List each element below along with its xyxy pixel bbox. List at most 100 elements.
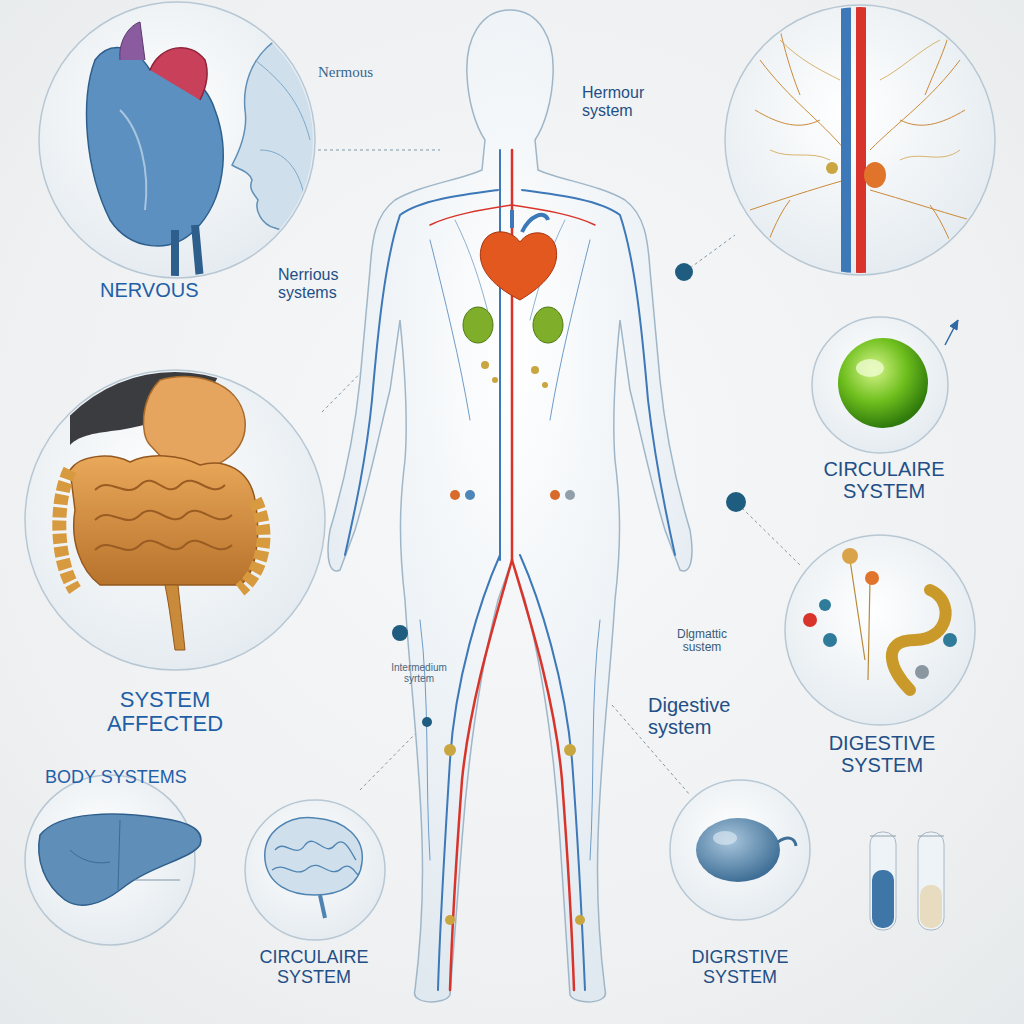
vessel-inset-part [841,0,851,280]
leader-lines-part [742,508,800,565]
digestive-inset-part [59,370,263,650]
cell-inset-part [713,831,737,845]
body-figure-part [542,382,548,388]
digestive-inset-part [95,481,232,550]
body-figure-part [430,150,595,990]
vessel-inset-part [864,162,886,188]
sphere-inset [812,317,958,453]
test-tubes-part [872,870,894,928]
body-figure-part [450,560,512,990]
body-figure-part [480,232,556,300]
system-label: Nerrious systems [278,266,364,301]
heart-head-inset-part [120,22,145,60]
sphere-inset-part [950,320,958,330]
body-figure-part [512,560,574,990]
brain-inset-part [320,895,325,918]
sphere-inset-part [812,317,948,453]
system-label: SYSTEM AFFECTED [85,688,245,736]
body-figure-part [465,490,475,500]
body-figure-part [463,307,493,343]
vessel-inset-part [856,0,866,280]
molecule-inset-part [819,599,831,611]
system-label: CIRCULAIRE SYSTEM [815,458,953,502]
vessel-inset-part [870,30,970,260]
body-figure-part [444,744,456,756]
body-figure-part [420,620,430,860]
body-figure-part [590,620,600,860]
body-figure-part [445,915,455,925]
test-tubes-part [918,836,944,837]
brain-inset-part [272,841,358,875]
body-figure-part [512,205,595,225]
body-figure-part [450,490,460,500]
cell-inset-part [778,838,796,846]
vessel-inset-part [750,0,970,280]
molecule-inset-part [803,613,817,627]
system-label: Nermous [318,64,428,81]
body-figure-part [565,490,575,500]
sphere-inset-part [856,359,884,377]
body-figure-part [531,366,539,374]
heart-head-inset-part [232,28,330,290]
sphere-inset-part [838,338,928,428]
digestive-inset-part [25,370,325,670]
marker-dots-part [392,625,408,641]
system-label: Digestive system [648,694,758,738]
body-figure-part [492,377,498,383]
digestive-inset-part [59,470,263,590]
molecule-inset-part [915,665,929,679]
body-figure-part [533,307,563,343]
molecule-inset-part [785,535,975,725]
body-figure-part [455,220,565,320]
molecule-inset-part [823,633,837,647]
digestive-inset [25,370,325,670]
brain-inset-part [245,800,385,940]
body-figure-part [512,210,548,232]
body-figure-part [345,150,675,990]
marker-dots-part [726,492,746,512]
cell-inset-part [696,818,780,882]
leader-lines-part [360,728,421,790]
test-tubes [870,832,944,930]
body-figure-part [345,190,498,555]
brain-inset-part [265,818,363,895]
system-label: DIGESTIVE SYSTEM [818,732,946,776]
marker-dots [392,263,746,727]
marker-dots-part [422,717,432,727]
system-label: Dlgmattic sustem [660,628,744,654]
liver-inset-part [70,820,120,890]
liver-inset-part [135,880,180,881]
system-label: Hermour system [582,84,672,119]
body-figure-part [444,490,585,925]
body-figure-part [564,744,576,756]
body-figure-part [481,361,548,388]
heart-head-inset-part [87,48,224,246]
system-label: NERVOUS [100,279,230,301]
marker-dots-part [675,263,693,281]
molecule-inset-part [865,571,879,585]
molecule-inset-part [943,633,957,647]
system-label: CIRCULAIRE SYSTEM [248,948,380,988]
heart-head-inset-part [175,225,200,280]
vessel-inset-part [750,30,845,260]
system-label: DIGRSTIVE SYSTEM [676,948,804,988]
system-label: BODY SYSTEMS [45,768,215,788]
leader-lines-part [318,150,440,151]
molecule-inset-part [842,548,858,564]
heart-head-inset [39,2,330,290]
test-tubes-part [918,832,944,930]
body-figure-part [575,915,585,925]
liver-inset [25,775,201,945]
test-tubes-part [870,836,896,837]
body-figure-part [481,361,489,369]
liver-inset-part [39,814,201,905]
test-tubes-part [920,885,942,928]
vessel-inset [725,0,995,280]
body-figure-part [430,205,512,225]
digestive-inset-part [165,585,185,650]
body-figure-part [499,150,501,560]
body-figure-part [438,555,500,990]
sphere-inset-part [945,320,958,345]
heart-head-inset-part [255,60,310,200]
